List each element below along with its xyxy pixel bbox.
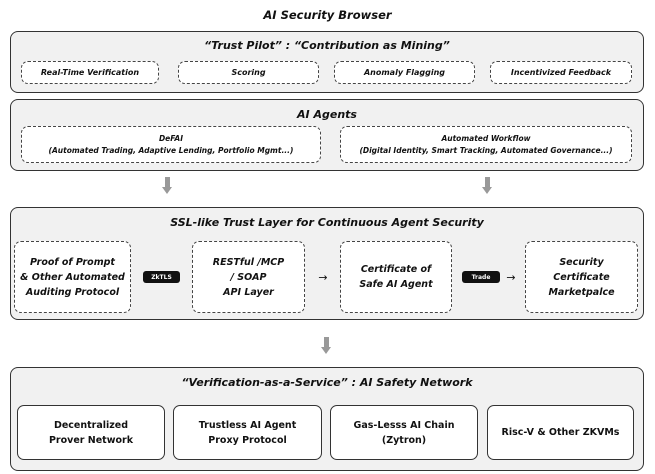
workflow-title: Automated Workflow (441, 133, 531, 143)
ai-chain-box: Gas-Lesss AI Chain (Zytron) (330, 405, 478, 460)
proof-line: Proof of Prompt (30, 256, 115, 268)
vaas-title: “Verification-as-a-Service” : AI Safety … (181, 375, 473, 389)
vaas-line: Decentralized (53, 419, 129, 431)
market-line: Security (559, 256, 604, 268)
ai-agents-title: AI Agents (297, 107, 357, 121)
prover-network-box: Decentralized Prover Network (17, 405, 165, 460)
trust-layer-title: SSL-like Trust Layer for Continuous Agen… (170, 215, 484, 229)
down-arrow-icon (481, 177, 493, 197)
scoring-box: Scoring (178, 61, 319, 84)
workflow-detail: (Digital Identity, Smart Tracking, Autom… (359, 145, 613, 155)
vaas-line: Risc-V & Other ZKVMs (501, 427, 620, 438)
trade-label: Trade (462, 271, 500, 283)
page-title: AI Security Browser (263, 8, 392, 22)
defai-title: DeFAI (158, 133, 184, 143)
defai-box: DeFAI (Automated Trading, Adaptive Lendi… (21, 126, 321, 163)
right-arrow-icon: → (318, 270, 328, 284)
zkvm-box: Risc-V & Other ZKVMs (487, 405, 634, 460)
certificate-box: Certificate of Safe AI Agent (340, 241, 452, 313)
proof-line: Auditing Protocol (25, 286, 120, 298)
real-time-verification-box: Real-Time Verification (21, 61, 159, 84)
certificate-marketplace-box: Security Certificate Marketpalce (525, 241, 638, 313)
market-line: Marketpalce (548, 286, 615, 298)
vaas-line: Proxy Protocol (208, 434, 287, 446)
proof-of-prompt-box: Proof of Prompt & Other Automated Auditi… (14, 241, 131, 313)
proof-line: & Other Automated (20, 271, 125, 283)
api-line: RESTful /MCP (212, 256, 285, 268)
vaas-line: Gas-Lesss AI Chain (353, 419, 455, 431)
api-layer-box: RESTful /MCP / SOAP API Layer (192, 241, 305, 313)
cert-line: Certificate of (360, 264, 432, 275)
right-arrow-icon: → (506, 270, 516, 284)
cert-line: Safe AI Agent (359, 279, 433, 290)
trust-pilot-title: “Trust Pilot” : “Contribution as Mining” (204, 38, 450, 52)
down-arrow-icon (161, 177, 173, 197)
vaas-line: Prover Network (48, 434, 134, 446)
anomaly-flagging-box: Anomaly Flagging (334, 61, 475, 84)
api-line: API Layer (223, 286, 274, 298)
proxy-protocol-box: Trustless AI Agent Proxy Protocol (173, 405, 322, 460)
api-line: / SOAP (230, 271, 267, 283)
incentivized-feedback-box: Incentivized Feedback (490, 61, 632, 84)
down-arrow-icon (320, 337, 332, 357)
automated-workflow-box: Automated Workflow (Digital Identity, Sm… (340, 126, 632, 163)
vaas-line: (Zytron) (381, 434, 427, 446)
defai-detail: (Automated Trading, Adaptive Lending, Po… (48, 145, 294, 155)
market-line: Certificate (553, 271, 610, 283)
vaas-line: Trustless AI Agent (198, 419, 297, 431)
zktls-label: ZkTLS (143, 271, 180, 283)
